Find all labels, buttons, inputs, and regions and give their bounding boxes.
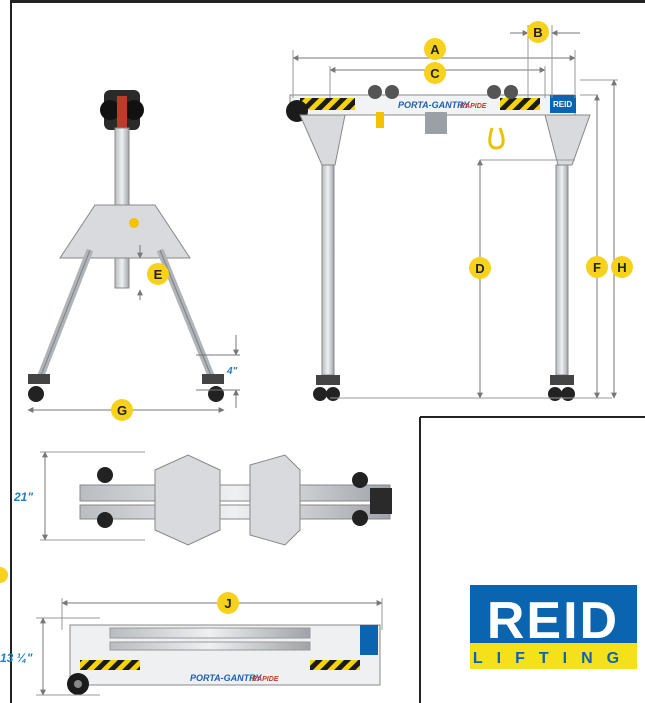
badge-c-label: C (430, 66, 440, 81)
badge-j: J (217, 592, 239, 614)
badge-e: E (147, 263, 169, 285)
caster-height-label: 4" (226, 366, 238, 377)
badge-d: D (469, 257, 491, 279)
badge-e-label: E (154, 267, 163, 282)
logo-lifting: LIFTING (473, 650, 633, 667)
badge-g: G (111, 399, 133, 421)
badge-f: F (586, 256, 608, 278)
front-view (286, 25, 618, 401)
folded-top-view (40, 451, 392, 546)
logo-reid: REID (487, 592, 619, 650)
badge-b-label: B (533, 25, 542, 40)
folded-height-label: 13 ¼" (0, 651, 33, 665)
edge-badge (0, 567, 8, 583)
badge-h-label: H (617, 260, 626, 275)
reid-lifting-logo: REID LIFTING (470, 585, 637, 669)
badge-g-label: G (117, 403, 127, 418)
beam-brand: PORTA-GANTRY (398, 100, 471, 110)
badge-b: B (527, 21, 549, 43)
folded-side-view (36, 598, 383, 696)
beam-badge: REID (553, 100, 572, 109)
badge-f-label: F (593, 260, 601, 275)
folded-beam-brand: PORTA-GANTRY (190, 673, 263, 683)
folded-beam-brand-suffix: RAPIDE (252, 676, 279, 683)
side-view (27, 90, 240, 413)
badge-j-label: J (224, 596, 231, 611)
badge-d-label: D (475, 261, 484, 276)
badge-h: H (611, 256, 633, 278)
badge-c: C (424, 62, 446, 84)
beam-brand-suffix: RAPIDE (460, 103, 487, 110)
folded-width-label: 21" (13, 490, 33, 504)
badge-a: A (424, 38, 446, 60)
badge-a-label: A (430, 42, 440, 57)
